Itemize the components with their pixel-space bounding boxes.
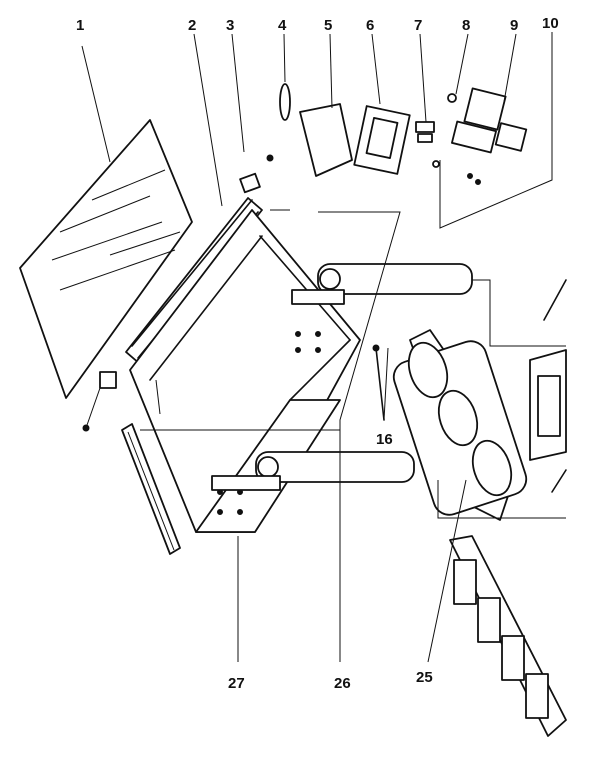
spring xyxy=(279,83,291,121)
label-26: 26 xyxy=(334,675,351,692)
switch-block xyxy=(432,87,528,185)
bracket xyxy=(299,103,353,177)
part-labels: 1 2 3 4 5 6 7 8 9 10 16 25 26 27 xyxy=(76,15,559,692)
label-10: 10 xyxy=(542,15,559,32)
label-25: 25 xyxy=(416,669,433,686)
hinge-arm-lower xyxy=(211,451,415,491)
switch-small xyxy=(415,121,435,143)
control-panel xyxy=(392,329,528,521)
label-1: 1 xyxy=(76,17,84,34)
label-2: 2 xyxy=(188,17,196,34)
label-16: 16 xyxy=(376,431,393,448)
hinge-arm-upper xyxy=(291,263,473,305)
label-4: 4 xyxy=(278,17,287,34)
hinge-block xyxy=(82,371,117,432)
glass-panel xyxy=(19,119,193,399)
side-panel xyxy=(529,279,567,493)
label-27: 27 xyxy=(228,675,245,692)
bottom-trim xyxy=(449,535,567,737)
label-8: 8 xyxy=(462,17,470,34)
screw-small xyxy=(447,93,457,103)
label-7: 7 xyxy=(414,17,422,34)
label-6: 6 xyxy=(366,17,374,34)
leader-lines xyxy=(81,32,566,663)
label-9: 9 xyxy=(510,17,518,34)
trim-strip xyxy=(121,423,181,555)
switch-housing xyxy=(353,105,411,175)
label-3: 3 xyxy=(226,17,234,34)
label-5: 5 xyxy=(324,17,332,34)
screw xyxy=(372,344,385,421)
